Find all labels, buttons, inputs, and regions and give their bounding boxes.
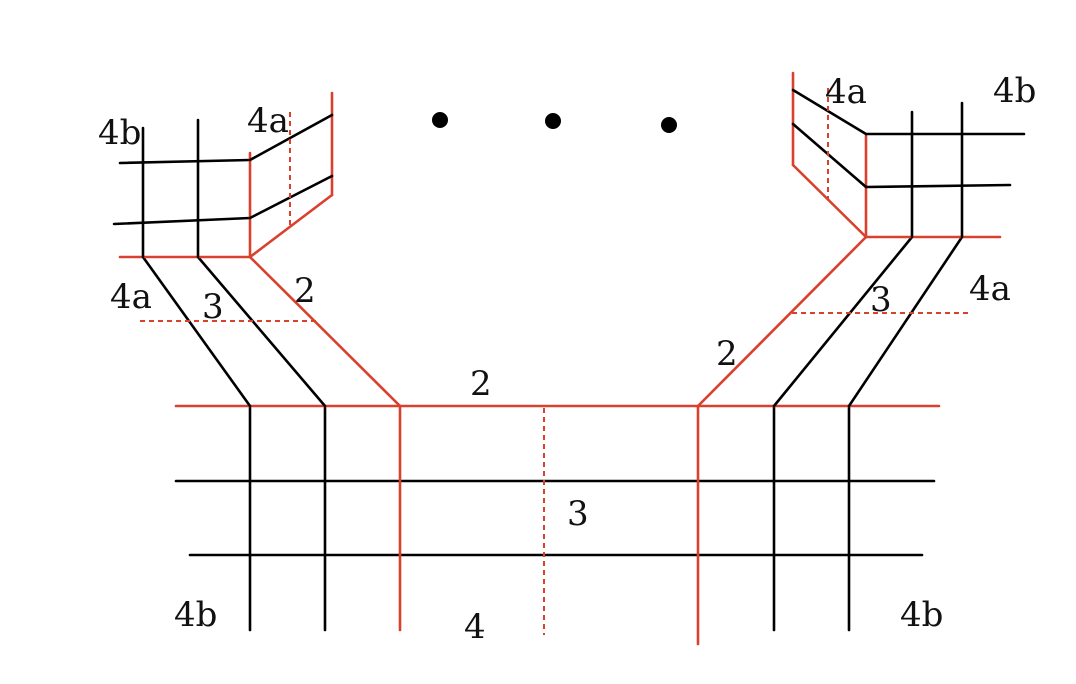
labels: 4b 4a 4a 3 2 2 2 3 4a 4a 4b 3 4b 4 4b (98, 71, 1036, 647)
top-right-diagonal-2 (791, 122, 868, 189)
top-right-red-diagonal (791, 163, 868, 239)
top-left-horizontal-2 (112, 216, 252, 226)
ellipsis-dot-2 (545, 113, 561, 129)
label-center-3: 3 (567, 494, 589, 534)
top-right-horizontal-2 (864, 183, 1012, 189)
top-left-horizontal-1 (118, 158, 252, 165)
left-strip-line-2 (196, 255, 327, 408)
label-top-right-4a: 4a (825, 72, 867, 112)
left-strip (140, 255, 402, 408)
label-right-3: 3 (870, 280, 892, 320)
right-strip-line-1 (772, 235, 914, 408)
label-top-left-4a: 4a (247, 101, 289, 141)
bottom-region (174, 404, 941, 646)
label-right-4a: 4a (969, 269, 1011, 309)
label-center-2: 2 (470, 364, 492, 404)
label-left-3: 3 (202, 287, 224, 327)
top-left-region (112, 91, 334, 259)
ellipsis-dot-1 (432, 112, 448, 128)
right-strip-red-line (696, 235, 868, 408)
label-left-2: 2 (294, 271, 316, 311)
top-right-diagonal-1 (791, 88, 868, 136)
label-bottom-left-4b: 4b (174, 595, 217, 635)
ellipsis-dots (432, 112, 677, 133)
ellipsis-dot-3 (661, 117, 677, 133)
top-left-red-diagonal (248, 193, 334, 259)
label-top-left-4b: 4b (98, 113, 141, 153)
label-left-4a: 4a (110, 277, 152, 317)
top-left-diagonal-1 (248, 113, 334, 162)
left-strip-line-1 (141, 255, 252, 408)
label-right-2: 2 (716, 334, 738, 374)
label-bottom-right-4b: 4b (900, 595, 943, 635)
top-right-region (791, 71, 1026, 239)
label-top-right-4b: 4b (993, 71, 1036, 111)
label-bottom-4: 4 (464, 607, 486, 647)
right-strip-line-2 (847, 235, 964, 408)
left-strip-red-line (248, 255, 402, 408)
right-strip (696, 235, 972, 408)
